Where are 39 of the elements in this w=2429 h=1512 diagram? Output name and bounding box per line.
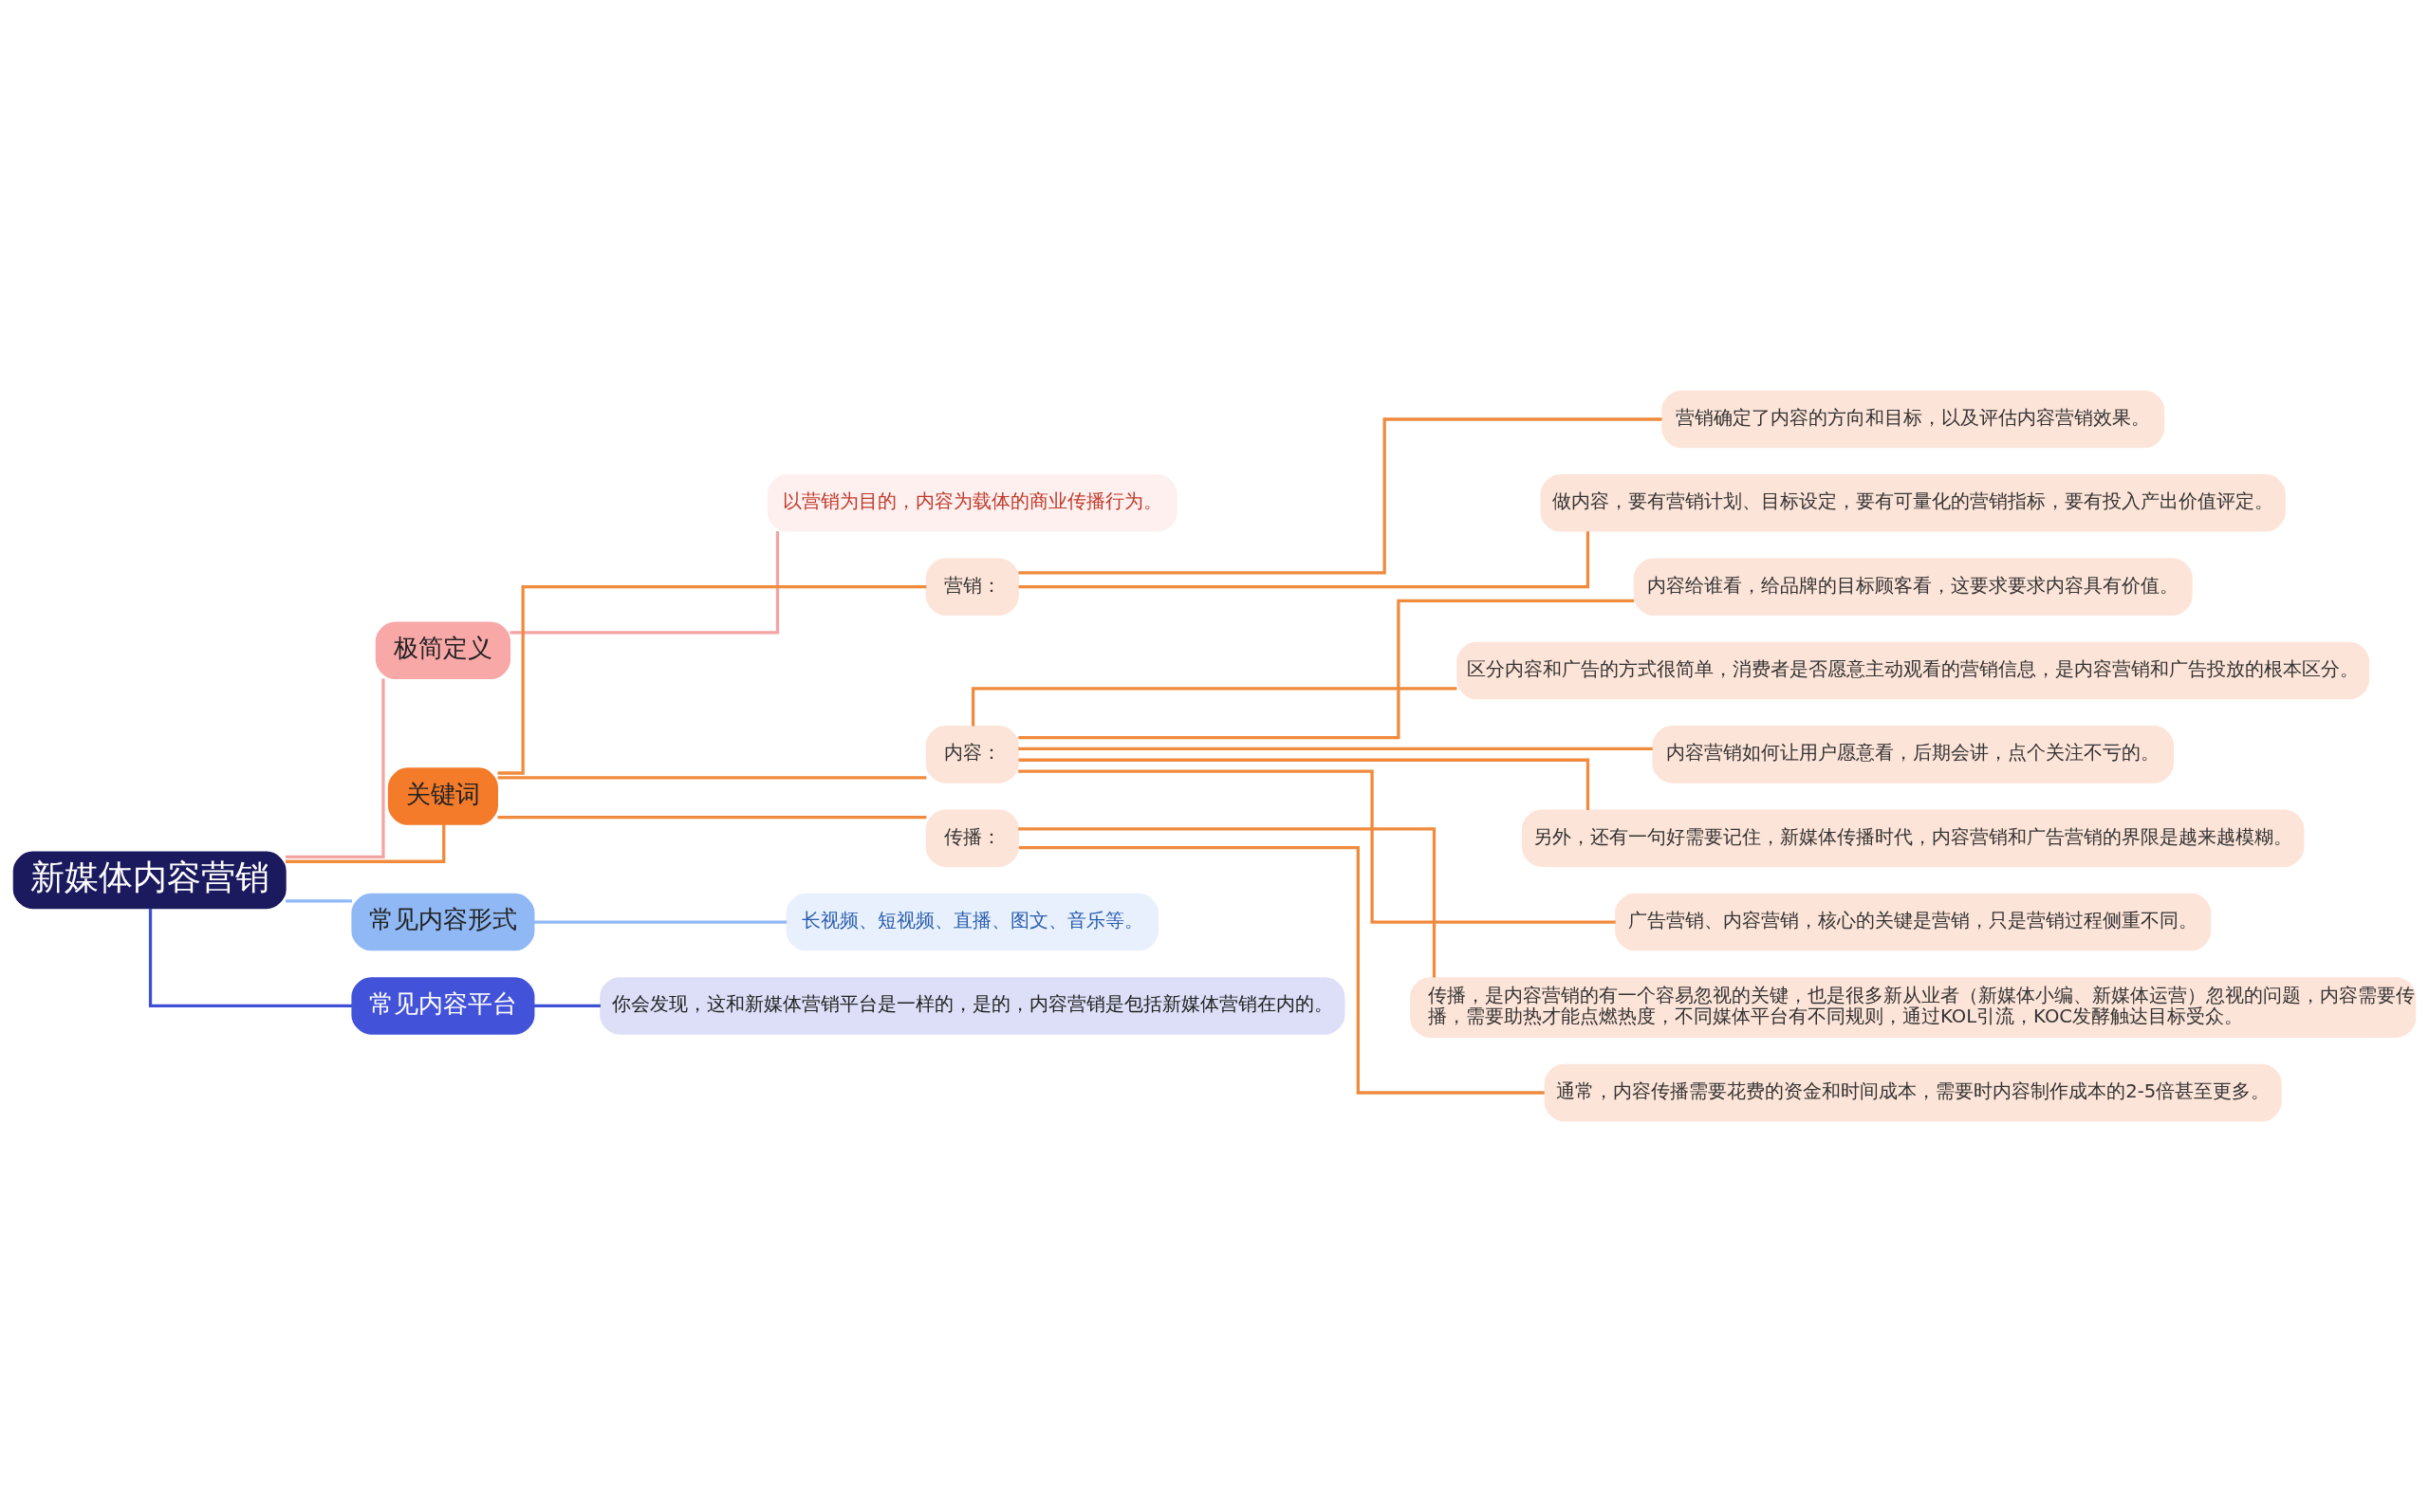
connector [1018, 531, 1590, 589]
connector [497, 585, 927, 775]
connector [1018, 827, 1437, 978]
connector [1018, 747, 1653, 751]
node-box: 新媒体内容营销 [12, 851, 287, 910]
node-box: 营销确定了内容的方向和目标，以及评估内容营销效果。 [1661, 390, 2165, 449]
connector [1018, 845, 1545, 1095]
node-box: 以营销为目的，内容为载体的商业传播行为。 [767, 474, 1177, 532]
connector [285, 824, 446, 863]
node-box: 区分内容和广告的方式很简单，消费者是否愿意主动观看的营销信息，是内容营销和广告投放的根本区分。 [1456, 641, 2370, 700]
node-box: 长视频、短视频、直播、图文、音乐等。 [786, 893, 1159, 951]
node-box: 传播，是内容营销的有一个容易忽视的关键，也是很多新从业者（新媒体小编、新媒体运营）忽视的问题，内容需要传播，需要助热才能点燃热度，不同媒体平台有不同规则，通过KOL引流，KOC发酵触达目标受众。 [1410, 977, 2417, 1038]
node-box: 常见内容平台 [351, 977, 535, 1035]
connector [497, 816, 927, 820]
connector [497, 776, 927, 780]
node-box: 内容营销如何让用户愿意看，后期会讲，点个关注不亏的。 [1652, 726, 2175, 784]
node-box: 你会发现，这和新媒体营销平台是一样的，是的，内容营销是包括新媒体营销在内的。 [600, 977, 1345, 1035]
node-box: 另外，还有一句好需要记住，新媒体传播时代，内容营销和广告营销的界限是越来越模糊。 [1521, 809, 2305, 867]
connector [510, 531, 780, 635]
connector [286, 899, 352, 903]
connector [1018, 417, 1662, 575]
node-box: 营销： [925, 558, 1019, 616]
connector [285, 678, 385, 858]
connector [971, 687, 1457, 727]
node-box: 内容给谁看，给品牌的目标顾客看，这要求要求内容具有价值。 [1633, 558, 2193, 616]
node-box: 关键词 [387, 767, 498, 825]
node-box: 极简定义 [375, 621, 511, 680]
node-box: 常见内容形式 [351, 893, 535, 951]
connector [533, 1004, 601, 1008]
connector [1018, 758, 1590, 810]
node-box: 内容： [925, 726, 1019, 784]
connector [1018, 599, 1634, 740]
node-box: 传播： [925, 809, 1019, 867]
node-box: 做内容，要有营销计划、目标设定，要有可量化的营销指标，要有投入产出价值评定。 [1540, 474, 2286, 532]
connector [533, 920, 788, 924]
node-box: 通常，内容传播需要花费的资金和时间成本，需要时内容制作成本的2-5倍甚至更多。 [1544, 1063, 2282, 1122]
connector [148, 908, 353, 1008]
connector [1018, 769, 1616, 924]
node-box: 广告营销、内容营销，核心的关键是营销，只是营销过程侧重不同。 [1615, 893, 2212, 951]
